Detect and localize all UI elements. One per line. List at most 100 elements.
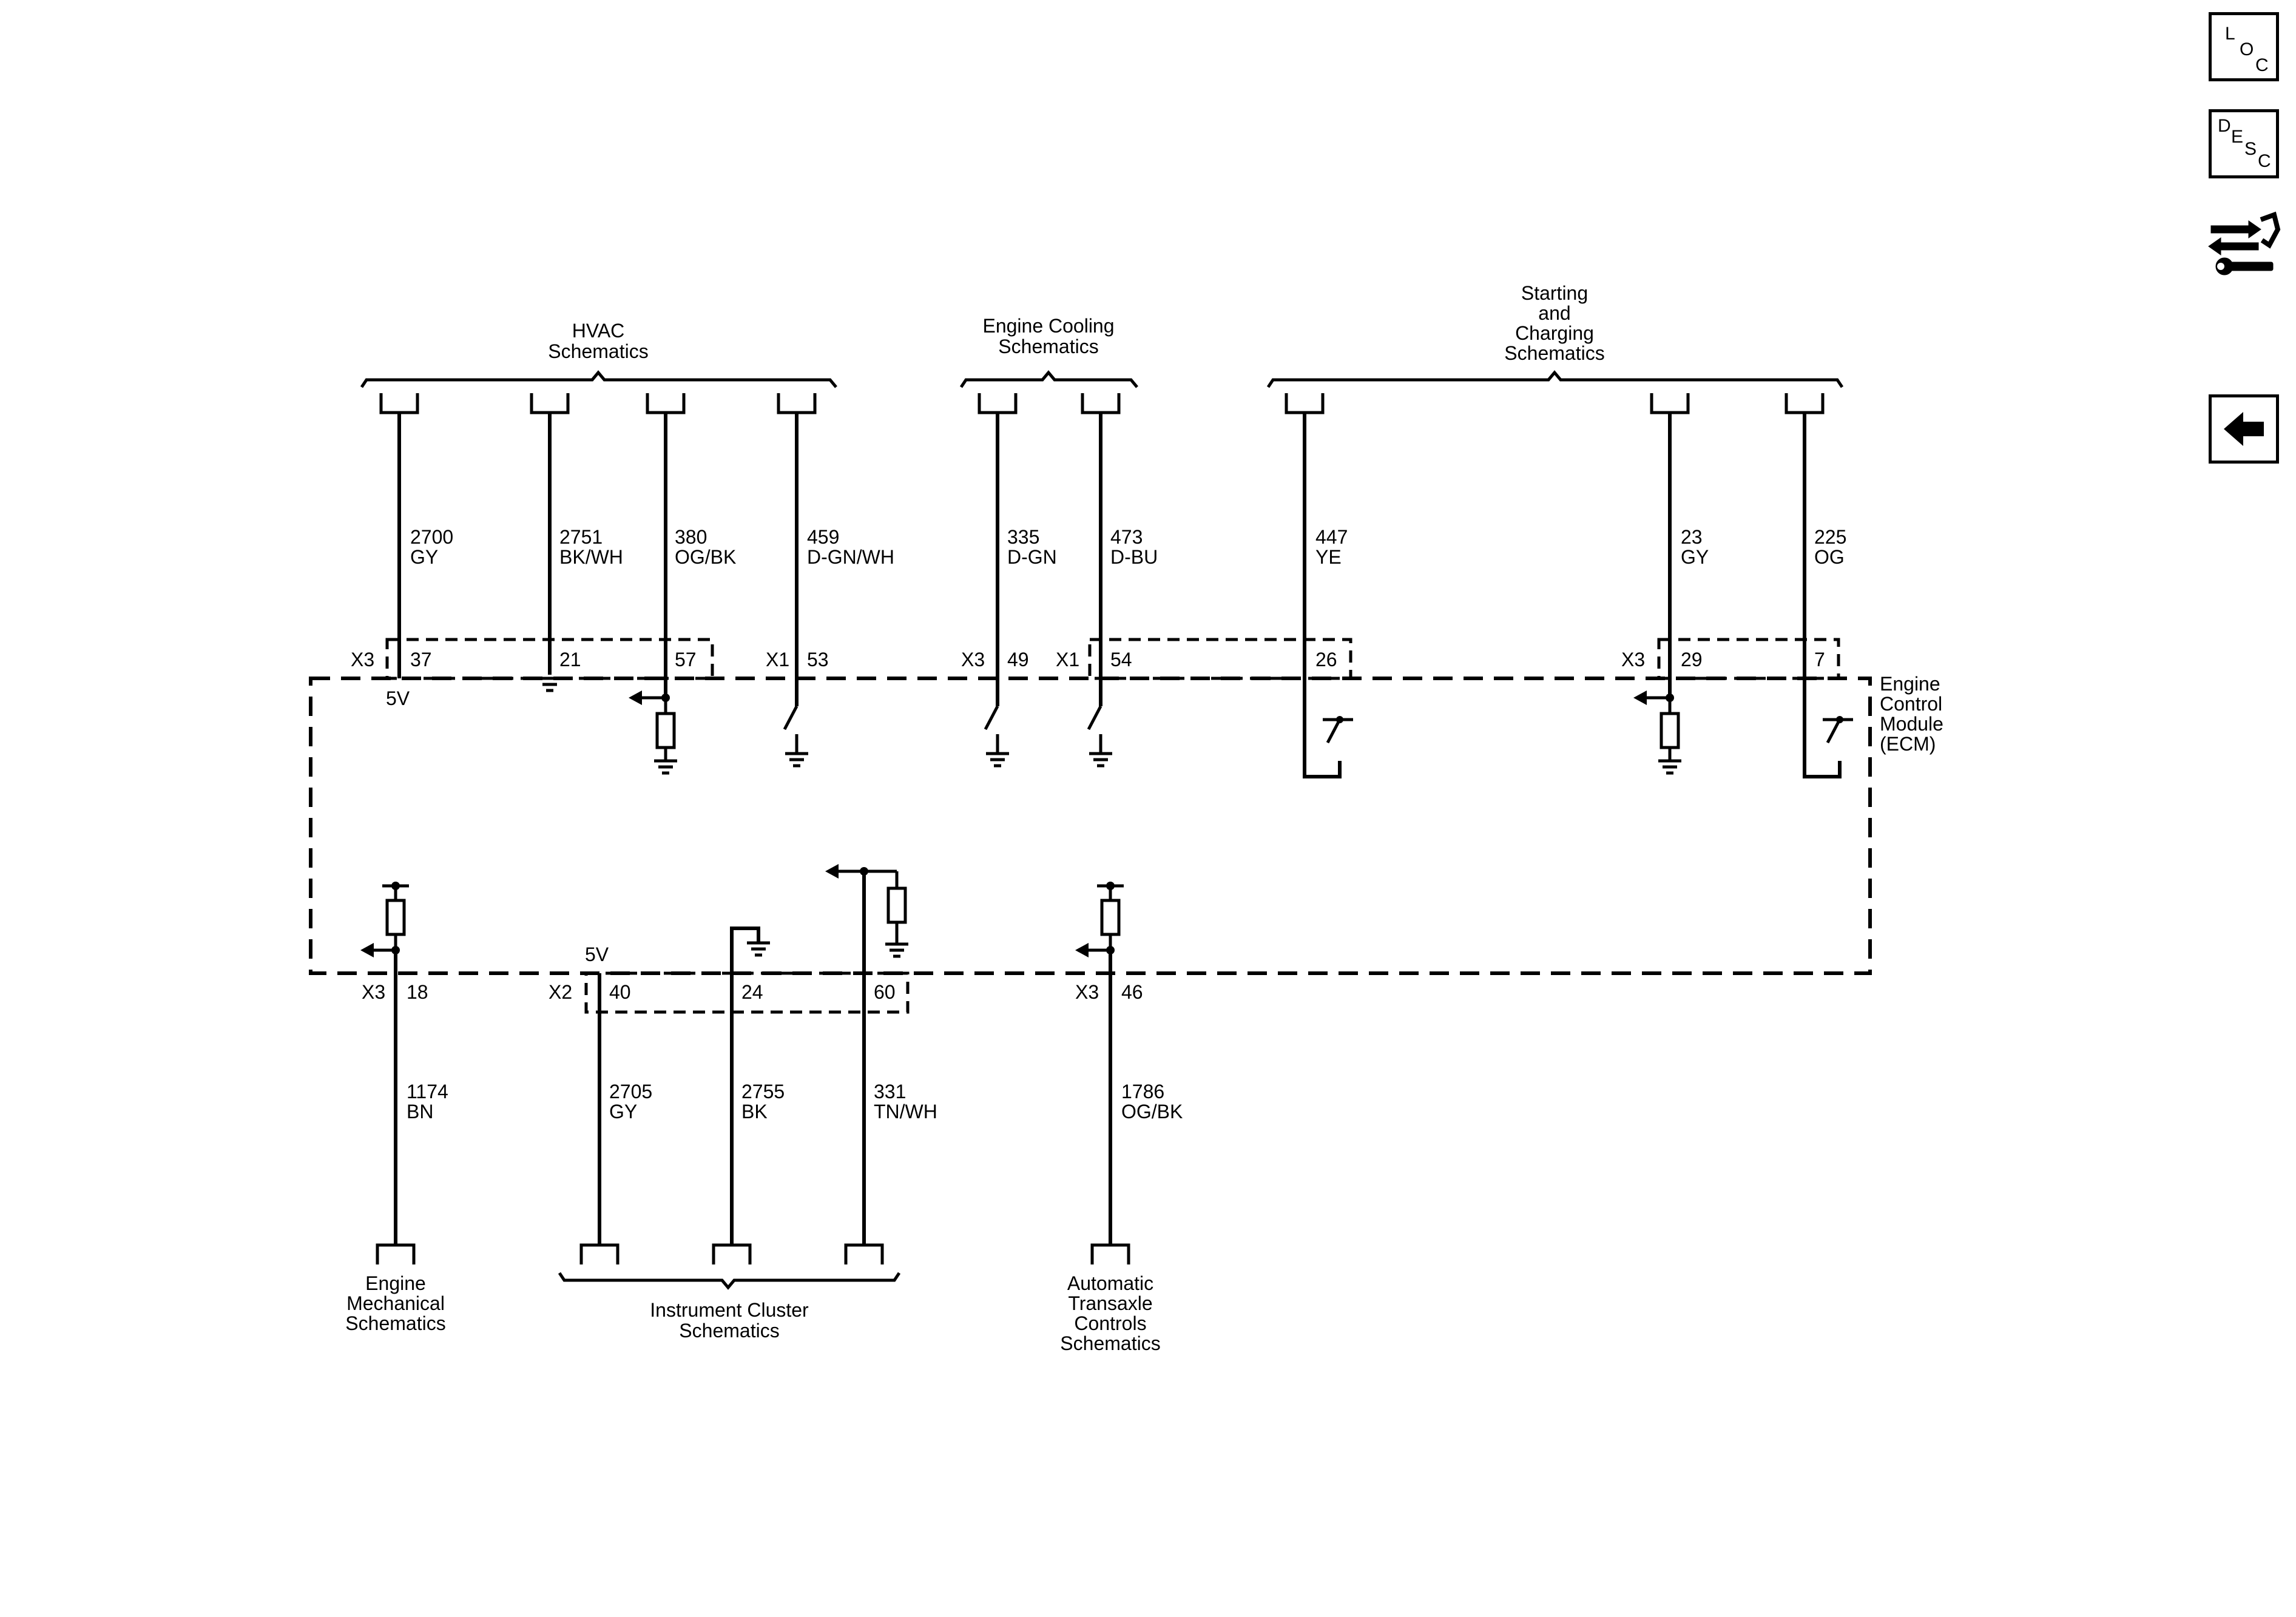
wire-380-color: OG/BK bbox=[675, 546, 736, 568]
description-button[interactable]: D E S C bbox=[2209, 109, 2279, 178]
wire-473-num: 473 bbox=[1110, 526, 1143, 548]
ecm-label-1: Engine bbox=[1880, 673, 1940, 695]
starting-label-4: Schematics bbox=[1504, 342, 1604, 364]
top-internals bbox=[538, 678, 1853, 773]
conn-x2-bottom: X2 bbox=[549, 981, 572, 1003]
wire-225-num: 225 bbox=[1814, 526, 1846, 548]
starting-label-1: Starting bbox=[1521, 282, 1588, 304]
wire-2700-color: GY bbox=[410, 546, 438, 568]
cooling-label-1: Engine Cooling bbox=[982, 315, 1114, 337]
voltage-5v-bottom: 5V bbox=[585, 944, 609, 965]
loc-letter-l: L bbox=[2225, 24, 2235, 44]
conn-x3-top-right: X3 bbox=[1621, 649, 1645, 670]
wire-459-num: 459 bbox=[807, 526, 839, 548]
desc-letter-c: C bbox=[2258, 151, 2271, 171]
wire-23-num: 23 bbox=[1681, 526, 1703, 548]
wire-447-num: 447 bbox=[1315, 526, 1348, 548]
transaxle-label-2: Transaxle bbox=[1068, 1292, 1152, 1314]
back-arrow-icon bbox=[2224, 412, 2264, 446]
pin-40: 40 bbox=[609, 981, 631, 1003]
starting-label-3: Charging bbox=[1515, 322, 1594, 344]
mechanical-label-2: Mechanical bbox=[346, 1292, 445, 1314]
transaxle-label-1: Automatic bbox=[1067, 1272, 1153, 1294]
wire-331-num: 331 bbox=[874, 1081, 906, 1102]
pin-53: 53 bbox=[807, 649, 829, 670]
desc-letter-e: E bbox=[2231, 127, 2244, 147]
pin-46: 46 bbox=[1121, 981, 1143, 1003]
mechanical-label-1: Engine bbox=[365, 1272, 426, 1294]
back-button[interactable] bbox=[2209, 394, 2279, 464]
wire-1174-num: 1174 bbox=[407, 1081, 448, 1102]
pin-54: 54 bbox=[1110, 649, 1132, 670]
top-wires bbox=[397, 413, 1842, 778]
loc-letter-o: O bbox=[2240, 39, 2254, 59]
wire-473-color: D-BU bbox=[1110, 546, 1158, 568]
wire-2705-color: GY bbox=[609, 1101, 637, 1122]
bottom-arrows-dots bbox=[360, 864, 1115, 957]
pin-18: 18 bbox=[407, 981, 428, 1003]
wire-2700-num: 2700 bbox=[410, 526, 453, 548]
wire-459-color: D-GN/WH bbox=[807, 546, 894, 568]
wire-1174-color: BN bbox=[407, 1101, 433, 1122]
ecm-boundary bbox=[309, 677, 1872, 975]
wire-2705-num: 2705 bbox=[609, 1081, 652, 1102]
hvac-label-2: Schematics bbox=[548, 340, 648, 362]
wire-2751-num: 2751 bbox=[559, 526, 603, 548]
wire-335-num: 335 bbox=[1007, 526, 1039, 548]
ecm-label-2: Control bbox=[1880, 693, 1942, 715]
pin-21: 21 bbox=[559, 649, 581, 670]
pin-60: 60 bbox=[874, 981, 896, 1003]
transaxle-label-3: Controls bbox=[1074, 1312, 1146, 1334]
cluster-label-1: Instrument Cluster bbox=[650, 1299, 809, 1321]
connector-box-x2-bottom bbox=[584, 971, 910, 1014]
connector-box-x3-top-right bbox=[1657, 638, 1840, 680]
cluster-label-2: Schematics bbox=[679, 1320, 779, 1342]
conn-x3-bottom-left: X3 bbox=[362, 981, 385, 1003]
pin-26: 26 bbox=[1315, 649, 1337, 670]
starting-label-2: and bbox=[1538, 302, 1570, 324]
conn-x1-top-mid: X1 bbox=[1056, 649, 1079, 670]
cooling-label-2: Schematics bbox=[998, 336, 1098, 357]
pin-37: 37 bbox=[410, 649, 432, 670]
hvac-bracket bbox=[360, 370, 837, 388]
conn-x3-top-mid: X3 bbox=[961, 649, 985, 670]
wire-2755-color: BK bbox=[741, 1101, 768, 1122]
wire-2751-color: BK/WH bbox=[559, 546, 623, 568]
wire-225-color: OG bbox=[1814, 546, 1845, 568]
pin-49: 49 bbox=[1007, 649, 1029, 670]
ecm-label-4: (ECM) bbox=[1880, 733, 1936, 755]
ecm-label-3: Module bbox=[1880, 713, 1943, 735]
desc-letter-d: D bbox=[2218, 116, 2231, 136]
loc-letter-c: C bbox=[2255, 55, 2269, 75]
hvac-label-1: HVAC bbox=[572, 320, 625, 342]
starting-bracket bbox=[1266, 370, 1844, 388]
transaxle-label-4: Schematics bbox=[1060, 1332, 1160, 1354]
voltage-5v-top: 5V bbox=[386, 687, 410, 709]
wire-335-color: D-GN bbox=[1007, 546, 1057, 568]
conn-x3-top-left: X3 bbox=[351, 649, 374, 670]
bottom-wires bbox=[394, 871, 1112, 1245]
wire-2755-num: 2755 bbox=[741, 1081, 785, 1102]
pin-57: 57 bbox=[675, 649, 697, 670]
conn-x1-top-left: X1 bbox=[766, 649, 789, 670]
wire-380-num: 380 bbox=[675, 526, 707, 548]
bottom-internals bbox=[371, 869, 1124, 956]
location-button[interactable]: L O C bbox=[2209, 12, 2279, 81]
desc-letter-s: S bbox=[2244, 139, 2257, 159]
mechanical-label-3: Schematics bbox=[345, 1312, 445, 1334]
connector-box-x1-top bbox=[1088, 638, 1352, 680]
cluster-bracket bbox=[558, 1272, 901, 1290]
connector-end-view-icon[interactable] bbox=[2206, 206, 2281, 282]
cooling-bracket bbox=[959, 370, 1138, 388]
pin-29: 29 bbox=[1681, 649, 1703, 670]
wire-331-color: TN/WH bbox=[874, 1101, 937, 1122]
pin-7: 7 bbox=[1814, 649, 1825, 670]
conn-x3-bottom-right: X3 bbox=[1075, 981, 1099, 1003]
wire-23-color: GY bbox=[1681, 546, 1709, 568]
top-connectors bbox=[381, 393, 1823, 413]
wire-447-color: YE bbox=[1315, 546, 1342, 568]
pin-24: 24 bbox=[741, 981, 763, 1003]
wire-1786-num: 1786 bbox=[1121, 1081, 1164, 1102]
top-arrows-dots bbox=[629, 690, 1843, 723]
